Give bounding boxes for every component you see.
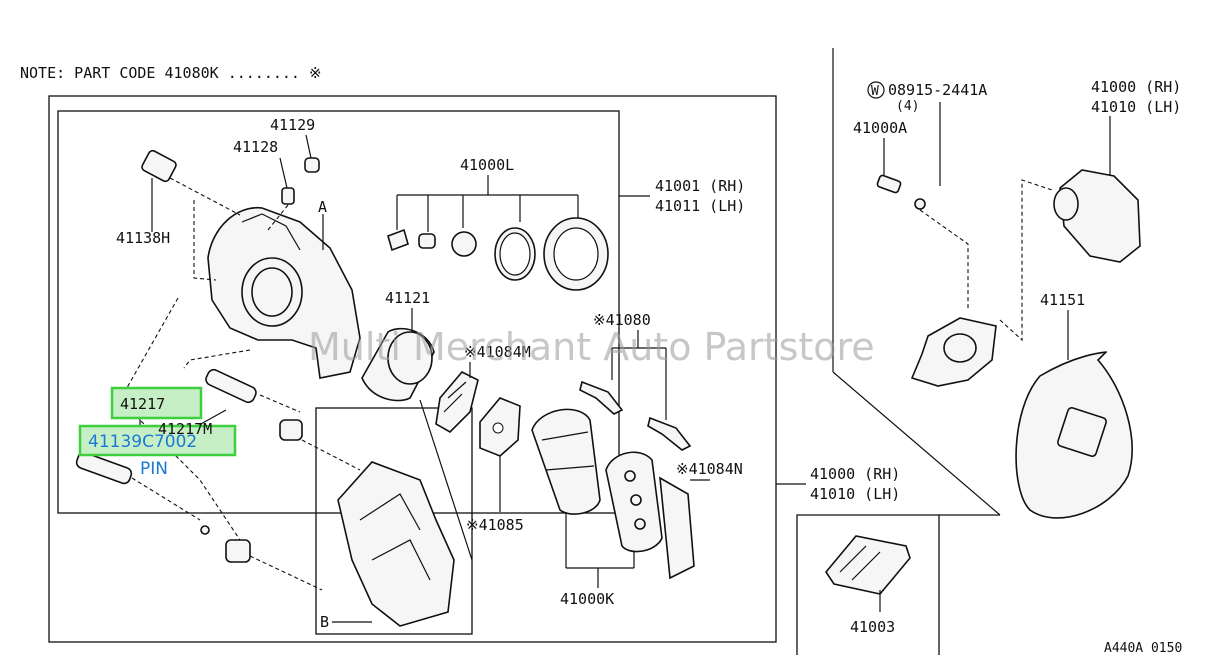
highlight-41217[interactable]	[110, 386, 203, 420]
label-41121: 41121	[385, 289, 430, 307]
pad-outer-hole2	[630, 494, 642, 506]
pad-wear-shim	[659, 476, 695, 580]
shim-41084m-detail	[443, 381, 467, 413]
label-41000l: 41000L	[460, 156, 514, 174]
label-41000-rh-top: 41000 (RH)	[1091, 78, 1181, 96]
leader-41129	[305, 134, 312, 159]
clip-upper	[579, 380, 624, 415]
pin-41217	[205, 368, 257, 404]
label-ref-a: A	[318, 198, 327, 216]
shim-box	[796, 514, 940, 655]
bleeder-cap-small	[387, 228, 409, 252]
dash-right-2	[999, 179, 1053, 342]
pad-outer-hole1	[624, 470, 636, 482]
diag-piston	[419, 399, 473, 561]
dash-right-1	[919, 209, 969, 310]
dash-assembly-5	[249, 555, 323, 591]
highlight-41139c7002[interactable]	[78, 424, 237, 457]
bleeder-41128	[281, 187, 295, 205]
bolt-41138h-shank	[169, 177, 241, 216]
watermark: Multi Merchant Auto Partstore	[308, 325, 875, 369]
label-41129: 41129	[270, 116, 315, 134]
pad-outer-hole3	[634, 518, 646, 530]
label-41084n: ※41084N	[676, 460, 743, 478]
bracket-box	[315, 407, 473, 635]
label-pin: PIN	[140, 459, 168, 479]
bushing	[451, 231, 477, 257]
piston-face	[387, 331, 433, 385]
divider-diagonal	[832, 371, 1001, 516]
leader-41128	[279, 157, 288, 189]
boot-lower	[225, 539, 251, 563]
pin-bushing	[200, 525, 210, 535]
shim-41084m	[435, 371, 479, 433]
dash-assembly-2	[183, 349, 251, 369]
label-41010-lh-mid: 41010 (LH)	[810, 485, 900, 503]
clip-lower	[647, 416, 692, 451]
label-41010-lh-top: 41010 (LH)	[1091, 98, 1181, 116]
shim-41085-hole	[492, 422, 504, 434]
dash-assembly-1	[119, 297, 241, 541]
label-41217[interactable]: 41217	[120, 395, 165, 413]
bolt-41000a	[876, 174, 902, 194]
pad-inner	[531, 408, 601, 515]
label-41084m: ※41084M	[464, 343, 531, 361]
dash-assembly-6	[193, 200, 217, 281]
pin-41139c7002	[75, 451, 133, 485]
diagram-code: A440A 0150	[1104, 641, 1182, 656]
caliper-bracket	[337, 461, 455, 627]
label-41085: ※41085	[466, 516, 524, 534]
label-41011-lh: 41011 (LH)	[655, 197, 745, 215]
caliper-assembly-piston	[1053, 187, 1079, 221]
label-41128: 41128	[233, 138, 278, 156]
caliper-bore-inner	[251, 267, 293, 317]
boot-upper	[279, 419, 303, 441]
nut-08915	[914, 198, 926, 210]
shim-41003-detail	[839, 545, 881, 581]
label-41000a: 41000A	[853, 119, 907, 137]
label-41080: ※41080	[593, 311, 651, 329]
dash-assembly-4	[301, 439, 361, 471]
label-41000-rh-mid: 41000 (RH)	[810, 465, 900, 483]
pin-lower-dash	[131, 477, 201, 521]
label-41001-rh: 41001 (RH)	[655, 177, 745, 195]
washer-symbol	[867, 81, 885, 99]
boot-small	[418, 233, 436, 249]
label-41139c7002[interactable]: 41139C7002	[88, 432, 197, 452]
bracket-detail	[359, 493, 431, 581]
guide-bolt-41138h	[141, 149, 177, 183]
main-assembly-box	[48, 95, 777, 643]
rotor-hub	[1057, 407, 1107, 457]
note-text: NOTE: PART CODE 41080K ........ ※	[20, 64, 322, 82]
label-08915: 08915-2441A	[888, 81, 987, 99]
caliper-assembly	[1059, 169, 1141, 263]
label-qty: (4)	[896, 99, 919, 114]
label-41138h: 41138H	[116, 229, 170, 247]
cap-41129	[304, 157, 320, 173]
label-41003: 41003	[850, 618, 895, 636]
dash-bleeder	[267, 204, 289, 231]
knuckle-hub	[943, 333, 977, 363]
label-41217m: 41217M	[158, 420, 212, 438]
piston-boot-inner	[553, 227, 599, 281]
piston-seal-inner	[499, 232, 531, 276]
pad-inner-lining	[541, 431, 595, 471]
label-41151: 41151	[1040, 291, 1085, 309]
washer-w: W	[871, 84, 879, 99]
dash-assembly-3	[259, 394, 301, 413]
caliper-box	[57, 110, 620, 514]
caliper-ridge	[241, 213, 301, 251]
shim-41003	[825, 535, 911, 595]
label-ref-b: B	[320, 613, 329, 631]
label-41000k: 41000K	[560, 590, 614, 608]
